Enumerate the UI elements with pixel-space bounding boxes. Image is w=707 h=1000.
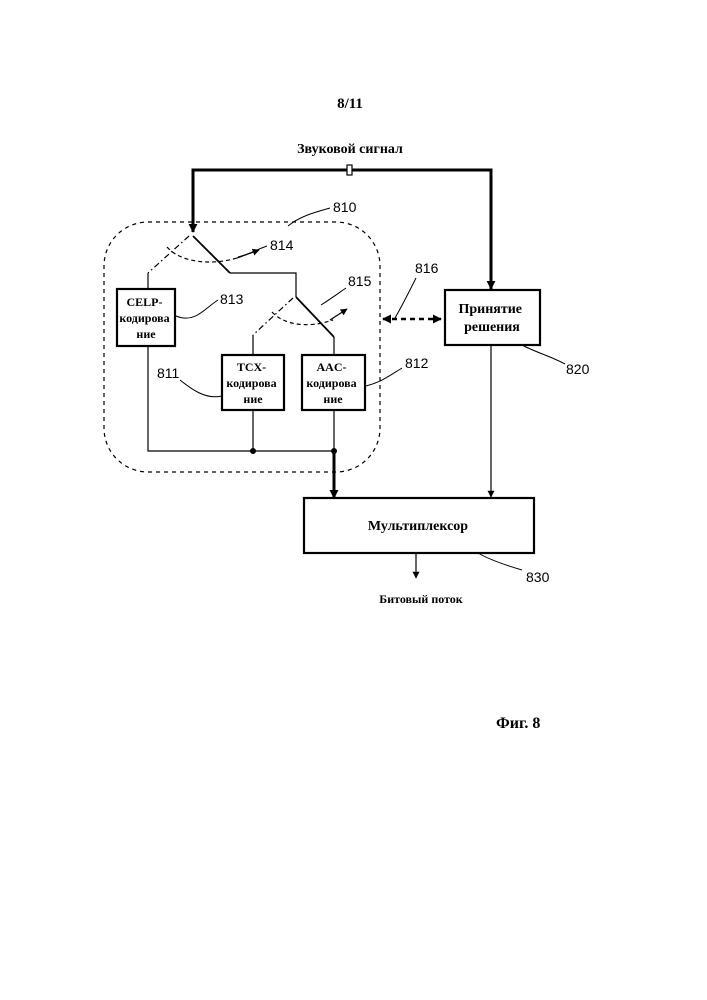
- tcx-coding-block: TCX- кодирова ние: [222, 355, 284, 410]
- tcx-line-2: кодирова: [226, 376, 276, 390]
- leader-810: [288, 208, 330, 226]
- switch-814: [148, 236, 259, 273]
- figure-caption: Фиг. 8: [496, 715, 540, 733]
- decision-line-1: Принятие: [458, 302, 522, 317]
- ref-813: 813: [220, 291, 244, 307]
- ref-816: 816: [415, 260, 439, 276]
- ref-815: 815: [348, 273, 372, 289]
- multiplexer-block: Мультиплексор: [304, 498, 534, 553]
- leader-811: [180, 380, 222, 397]
- ref-811: 811: [157, 365, 180, 381]
- ref-812: 812: [405, 355, 429, 371]
- leader-820: [522, 345, 565, 364]
- tcx-line-3: ние: [243, 392, 263, 406]
- ref-830: 830: [526, 569, 550, 585]
- input-tap-marker: [347, 165, 352, 175]
- leader-814: [238, 246, 267, 257]
- leader-815: [321, 288, 346, 305]
- aac-line-2: кодирова: [306, 376, 356, 390]
- celp-line-2: кодирова: [119, 311, 169, 325]
- aac-line-1: AAC-: [317, 360, 347, 374]
- decision-line-2: решения: [464, 320, 520, 335]
- ref-820: 820: [566, 361, 590, 377]
- output-label: Битовый поток: [379, 592, 463, 606]
- aac-line-3: ние: [323, 392, 343, 406]
- leader-816: [395, 278, 416, 318]
- junction-dot-tcx: [250, 448, 256, 454]
- decision-block: Принятие решения: [445, 290, 540, 345]
- input-signal-lines: [193, 170, 491, 283]
- leader-813: [176, 300, 218, 318]
- celp-coding-block: CELP- кодирова ние: [117, 289, 175, 346]
- leader-812: [366, 368, 402, 386]
- aac-coding-block: AAC- кодирова ние: [302, 355, 365, 410]
- ref-814: 814: [270, 237, 294, 253]
- multiplexer-label: Мультиплексор: [368, 519, 468, 534]
- tcx-line-1: TCX-: [237, 360, 266, 374]
- leader-830: [478, 553, 522, 570]
- ref-810: 810: [333, 199, 357, 215]
- celp-line-1: CELP-: [127, 295, 163, 309]
- input-label: Звуковой сигнал: [297, 142, 403, 157]
- celp-line-3: ние: [136, 327, 156, 341]
- switch-815: [253, 297, 347, 337]
